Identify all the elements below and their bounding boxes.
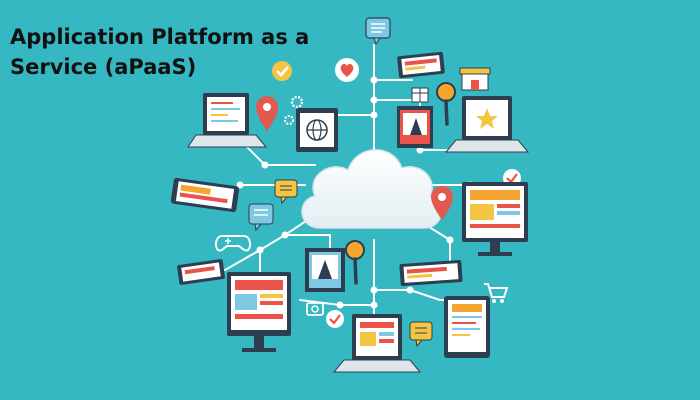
tablet-icon: [399, 259, 463, 287]
tablet-icon: [397, 51, 445, 79]
gamepad-icon: [214, 235, 252, 252]
laptop-icon: [187, 93, 268, 148]
laptop-icon: [332, 314, 422, 373]
store-icon: [459, 67, 491, 91]
gift-icon: [411, 87, 429, 103]
title-line-1: Application Platform as a: [10, 25, 310, 49]
monitor-icon: [462, 182, 528, 256]
checkmark-icon: [272, 61, 292, 81]
page-title: Application Platform as a Service (aPaaS…: [10, 22, 320, 82]
monitor-icon: [227, 272, 291, 352]
tablet-icon: [444, 296, 490, 358]
tablet-icon: [170, 177, 240, 213]
chat-bubble-icon: [274, 179, 298, 205]
shopping-cart-icon: [484, 283, 509, 303]
title-line-2: Service (aPaaS): [10, 55, 197, 79]
junction-dots: [236, 76, 474, 309]
chat-bubble-icon: [409, 321, 433, 348]
globe-icon: [296, 108, 338, 152]
map-pin-icon: [431, 186, 453, 220]
chat-bubble-icon: [248, 203, 274, 232]
magnifier-icon: [436, 82, 456, 126]
heart-icon: [335, 58, 359, 82]
tablet-icon: [177, 259, 225, 285]
laptop-icon: [444, 96, 530, 153]
gear-icon: [284, 95, 304, 125]
checkmark-icon: [326, 310, 344, 328]
monitor-icon: [305, 248, 345, 292]
map-pin-icon: [256, 96, 278, 131]
magnifier-icon: [345, 240, 365, 285]
monitor-icon: [397, 106, 433, 148]
camera-icon: [306, 302, 324, 316]
chat-bubble-icon: [365, 17, 391, 46]
cloud-icon: [301, 149, 443, 229]
